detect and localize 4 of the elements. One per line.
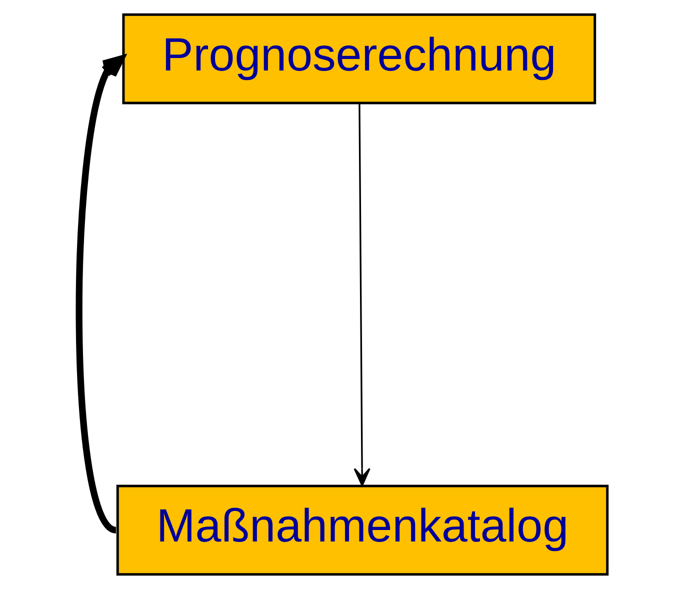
node-box: Prognoserechnung [122,13,596,104]
arrow [354,104,370,486]
arrow [76,55,124,533]
node-box: Maßnahmenkatalog [116,484,609,576]
